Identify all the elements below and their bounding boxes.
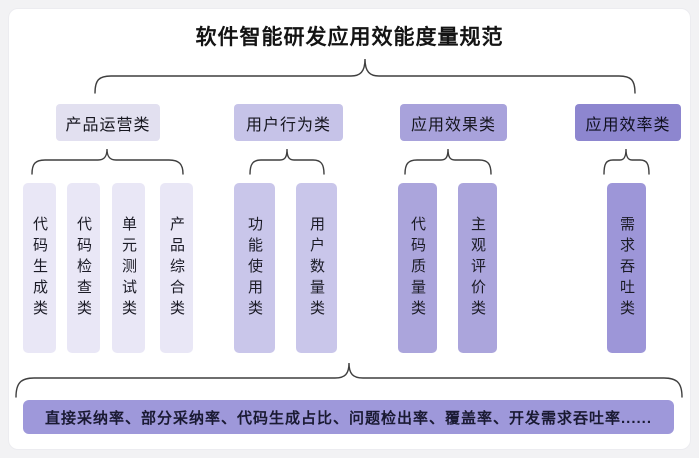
leaf-code-generation: 代码生成类 xyxy=(23,183,56,353)
leaf-function-usage: 功能使用类 xyxy=(234,183,275,353)
leaf-code-quality: 代码质量类 xyxy=(398,183,437,353)
leaf-code-inspection: 代码检查类 xyxy=(67,183,100,353)
leaf-label: 用户数量类 xyxy=(308,215,325,321)
leaf-label: 功能使用类 xyxy=(246,215,263,321)
leaf-unit-testing: 单元测试类 xyxy=(112,183,145,353)
leaf-label: 单元测试类 xyxy=(120,215,137,321)
category-label: 应用效率类 xyxy=(585,116,671,134)
metrics-brace xyxy=(15,362,683,398)
root-brace xyxy=(94,58,636,94)
leaf-user-quantity: 用户数量类 xyxy=(296,183,337,353)
leaf-label: 需求吞吐类 xyxy=(618,215,635,321)
group-brace-application-effect xyxy=(404,148,492,175)
metrics-bar-text: 直接采纳率、部分采纳率、代码生成占比、问题检出率、覆盖率、开发需求吞吐率....… xyxy=(44,409,652,427)
group-brace-application-efficiency xyxy=(603,148,650,175)
category-product-operations: 产品运营类 xyxy=(56,104,160,141)
leaf-label: 代码检查类 xyxy=(75,215,92,321)
group-brace-product-operations xyxy=(31,148,184,175)
leaf-label: 主观评价类 xyxy=(469,215,486,321)
leaf-label: 代码生成类 xyxy=(31,215,48,321)
group-brace-user-behavior xyxy=(249,148,325,175)
category-label: 产品运营类 xyxy=(65,116,151,134)
leaf-label: 产品综合类 xyxy=(168,215,185,321)
leaf-product-comprehensive: 产品综合类 xyxy=(160,183,193,353)
leaf-requirement-throughput: 需求吞吐类 xyxy=(607,183,646,353)
leaf-label: 代码质量类 xyxy=(409,215,426,321)
category-application-efficiency: 应用效率类 xyxy=(575,104,681,141)
metrics-bar: 直接采纳率、部分采纳率、代码生成占比、问题检出率、覆盖率、开发需求吞吐率....… xyxy=(23,400,674,434)
category-application-effect: 应用效果类 xyxy=(400,104,507,141)
category-user-behavior: 用户行为类 xyxy=(234,104,343,141)
leaf-subjective-evaluation: 主观评价类 xyxy=(458,183,497,353)
category-label: 用户行为类 xyxy=(245,116,331,134)
page-title: 软件智能研发应用效能度量规范 xyxy=(195,26,504,49)
category-label: 应用效果类 xyxy=(410,116,496,134)
